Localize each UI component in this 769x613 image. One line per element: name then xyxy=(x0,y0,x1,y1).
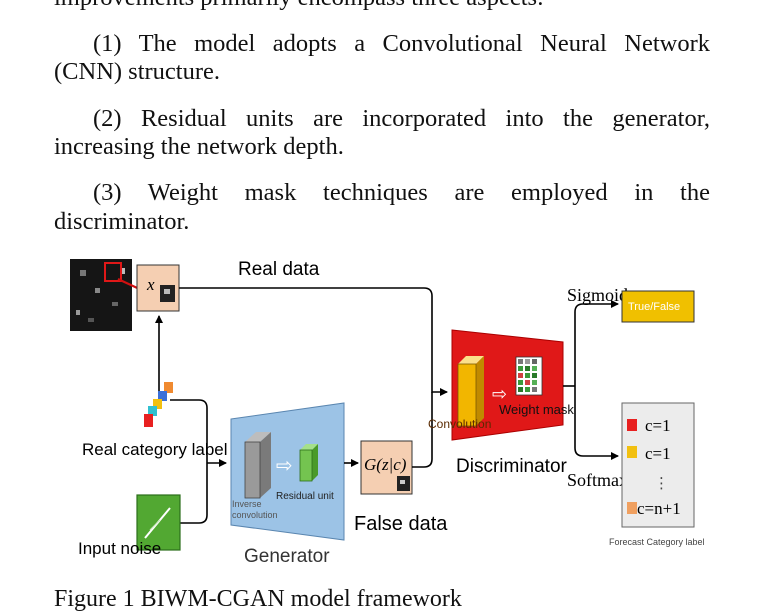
inverse-convolution-label-2: convolution xyxy=(232,510,278,520)
class-1-label: c=1 xyxy=(645,416,671,435)
generated-sample-box xyxy=(360,440,413,495)
convolution-label: Convolution xyxy=(428,417,491,431)
class-1-swatch xyxy=(627,419,637,431)
sigmoid-arrow xyxy=(574,300,619,386)
softmax-label: Softmax xyxy=(567,470,628,490)
inverse-conv-cube xyxy=(244,432,271,499)
item-3-line-2: discriminator. xyxy=(54,208,190,235)
item-1-line-2: (CNN) structure. xyxy=(54,58,221,85)
softmax-arrow xyxy=(574,386,619,460)
input-noise-label: Input noise xyxy=(78,539,161,558)
weight-mask-grid xyxy=(515,356,543,396)
figure-caption-partial: Figure 1 BIWM-CGAN model framework xyxy=(54,586,462,612)
inverse-convolution-label-1: Inverse xyxy=(232,499,262,509)
item-3-line-1: (3) Weight mask techniques are employed … xyxy=(93,179,710,206)
false-data-connector xyxy=(412,392,433,468)
generator-label: Generator xyxy=(244,546,330,567)
residual-unit-label: Residual unit xyxy=(276,491,334,502)
forecast-category-label: Forecast Category label xyxy=(609,537,705,547)
class-dots: ⋮ xyxy=(654,474,669,492)
real-data-arrow xyxy=(179,287,448,396)
item-2-line-1: (2) Residual units are incorporated into… xyxy=(93,105,710,132)
label-connector xyxy=(170,399,208,463)
real-data-label: Real data xyxy=(238,259,320,280)
class-last-label: c=n+1 xyxy=(637,499,681,518)
false-data-label: False data xyxy=(354,513,448,535)
noise-connector xyxy=(180,463,208,524)
real-sample-box: x xyxy=(136,264,180,312)
convolution-cube xyxy=(457,356,484,427)
generator-arrow-icon: ⇨ xyxy=(276,453,293,477)
true-false-box xyxy=(621,290,695,323)
true-false-label: True/False xyxy=(628,301,680,313)
real-image-thumbnail xyxy=(70,259,151,331)
weight-mask-label: Weight mask xyxy=(499,402,574,417)
sigmoid-label: Sigmoid xyxy=(567,285,628,305)
discriminator-label: Discriminator xyxy=(456,456,568,477)
class-2-label: c=1 xyxy=(645,444,671,463)
real-category-label-text: Real category label xyxy=(82,440,228,459)
item-1-line-1: (1) The model adopts a Convolutional Neu… xyxy=(93,30,710,57)
g-output-label: G(z|c) xyxy=(364,455,407,474)
partial-top-line: improvements primarily encompass three a… xyxy=(54,0,710,12)
input-noise-box xyxy=(136,494,181,551)
item-2-line-2: increasing the network depth. xyxy=(54,133,344,160)
class-last-swatch xyxy=(627,502,637,514)
residual-unit-cube xyxy=(299,444,318,482)
category-label-icon xyxy=(144,382,173,427)
x-label: x xyxy=(146,275,155,294)
model-framework-figure: x Real data Real category label Input no… xyxy=(70,259,705,567)
discriminator-arrow-icon: ⇨ xyxy=(492,384,507,405)
class-2-swatch xyxy=(627,446,637,458)
